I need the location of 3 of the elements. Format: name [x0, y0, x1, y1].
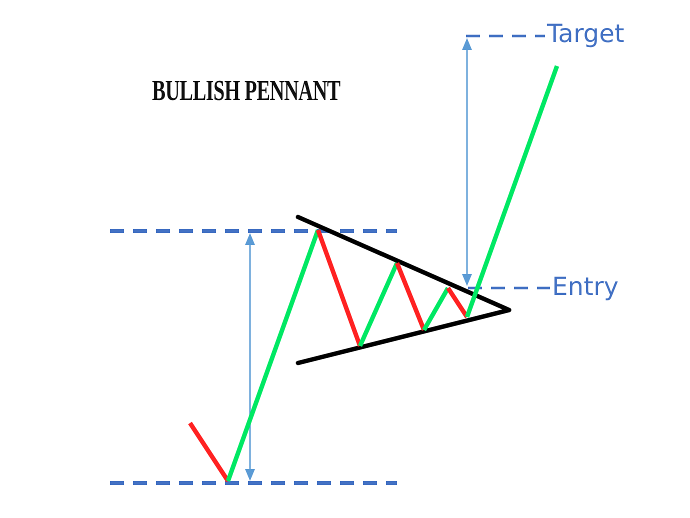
- target-label: Target: [547, 21, 624, 46]
- chart-title: BULLISH PENNANT: [152, 77, 340, 106]
- entry-label: Entry: [552, 274, 619, 299]
